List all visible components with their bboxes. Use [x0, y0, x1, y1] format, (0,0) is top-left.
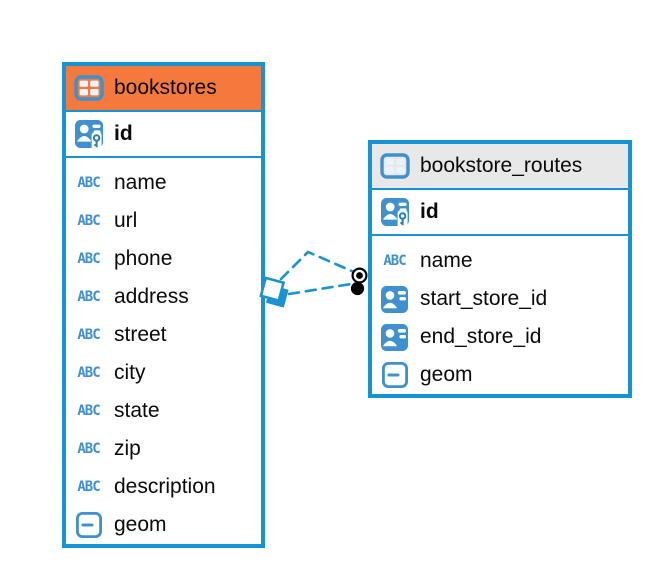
column-name: street — [114, 323, 167, 346]
column-name: name — [114, 171, 167, 194]
reference-column-icon — [379, 323, 410, 352]
table-icon — [379, 153, 410, 179]
column-name: end_store_id — [420, 325, 542, 348]
column-name: geom — [420, 363, 473, 386]
table-bookstore-routes[interactable]: bookstore_routes id ABC — [368, 140, 632, 398]
column-row[interactable]: ABC phone — [66, 240, 261, 278]
text-type-icon: ABC — [77, 289, 100, 305]
column-list: ABC name start_store_id — [372, 236, 628, 394]
column-name: geom — [114, 513, 167, 536]
geometry-type-icon — [73, 511, 104, 539]
column-row[interactable]: ABC name — [372, 242, 628, 280]
text-type-icon: ABC — [77, 175, 100, 191]
dot-end-marker — [350, 267, 368, 296]
relationship-line-upper[interactable] — [279, 250, 356, 281]
primary-key-icon — [73, 119, 104, 150]
column-row-id[interactable]: id — [372, 190, 628, 236]
column-row[interactable]: geom — [372, 356, 628, 394]
text-type-icon: ABC — [77, 479, 100, 495]
column-row[interactable]: ABC city — [66, 354, 261, 392]
table-title: bookstores — [114, 76, 217, 99]
column-name: address — [114, 285, 189, 308]
column-name: start_store_id — [420, 287, 548, 310]
text-type-icon: ABC — [383, 253, 406, 269]
column-row[interactable]: ABC address — [66, 278, 261, 316]
diamond-end-marker — [259, 276, 289, 308]
column-row[interactable]: ABC state — [66, 392, 261, 430]
column-row[interactable]: ABC description — [66, 468, 261, 506]
column-name: name — [420, 249, 473, 272]
text-type-icon: ABC — [77, 251, 100, 267]
table-title: bookstore_routes — [420, 154, 583, 177]
column-row[interactable]: ABC name — [66, 164, 261, 202]
column-row[interactable]: ABC street — [66, 316, 261, 354]
reference-column-icon — [379, 285, 410, 314]
text-type-icon: ABC — [77, 403, 100, 419]
column-name: city — [114, 361, 146, 384]
column-name: phone — [114, 247, 173, 270]
table-header-bookstores[interactable]: bookstores — [66, 66, 261, 112]
column-row-id[interactable]: id — [66, 112, 261, 158]
column-name: state — [114, 399, 160, 422]
column-row[interactable]: ABC url — [66, 202, 261, 240]
column-name: zip — [114, 437, 141, 460]
column-name: id — [420, 200, 439, 223]
text-type-icon: ABC — [77, 327, 100, 343]
column-row[interactable]: ABC zip — [66, 430, 261, 468]
table-icon — [73, 75, 104, 101]
table-bookstores[interactable]: bookstores id ABC na — [62, 62, 265, 548]
text-type-icon: ABC — [77, 365, 100, 381]
table-header-bookstore-routes[interactable]: bookstore_routes — [372, 144, 628, 190]
relationship-line-lower[interactable] — [287, 282, 353, 296]
column-row[interactable]: start_store_id — [372, 280, 628, 318]
column-name: id — [114, 122, 133, 145]
column-row[interactable]: geom — [66, 506, 261, 544]
geometry-type-icon — [379, 361, 410, 389]
column-list: ABC name ABC url ABC phone ABC address A… — [66, 158, 261, 544]
column-name: description — [114, 475, 216, 498]
text-type-icon: ABC — [77, 441, 100, 457]
column-name: url — [114, 209, 138, 232]
column-row[interactable]: end_store_id — [372, 318, 628, 356]
text-type-icon: ABC — [77, 213, 100, 229]
relationship-bookstores-bookstore-routes[interactable] — [259, 250, 368, 308]
primary-key-icon — [379, 197, 410, 228]
